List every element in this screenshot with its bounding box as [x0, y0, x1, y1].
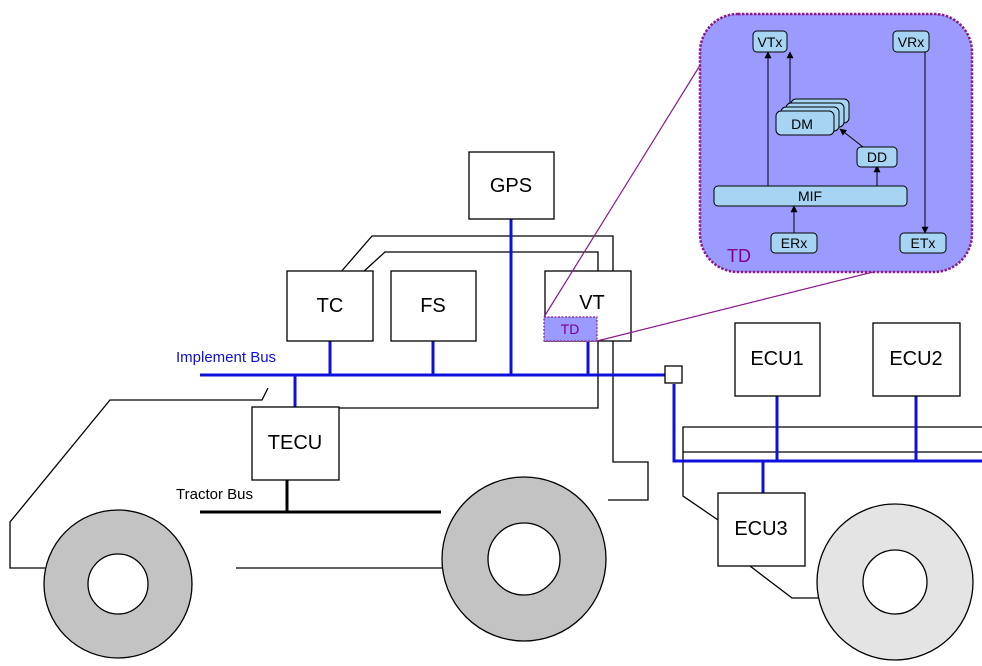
- vt-label: VT: [579, 292, 605, 314]
- implement-wheel: [817, 504, 973, 660]
- fs-node: FS: [391, 271, 476, 341]
- dm-module-stack: DM: [776, 99, 849, 135]
- dm-label: DM: [791, 116, 813, 132]
- td-small-label: TD: [561, 321, 580, 337]
- vt-node: VT TD: [544, 271, 631, 341]
- ecu1-label: ECU1: [750, 348, 803, 370]
- vtx-label: VTx: [758, 34, 783, 50]
- mif-label: MIF: [798, 188, 822, 204]
- erx-label: ERx: [781, 235, 807, 251]
- ecu2-node: ECU2: [873, 323, 960, 396]
- gps-label: GPS: [490, 175, 532, 197]
- etx-label: ETx: [911, 235, 936, 251]
- tractor-front-wheel: [442, 477, 606, 641]
- tecu-label: TECU: [268, 432, 322, 454]
- implement-bus-label: Implement Bus: [176, 349, 276, 366]
- tecu-node: TECU: [252, 407, 339, 480]
- ecu1-node: ECU1: [735, 323, 820, 396]
- ecu3-node: ECU3: [718, 493, 805, 566]
- gps-node: GPS: [469, 152, 554, 219]
- tractor-bus-label: Tractor Bus: [176, 486, 253, 503]
- tc-node: TC: [287, 271, 373, 341]
- dd-label: DD: [867, 149, 887, 165]
- td-detail-panel: VTx VRx DM DD MIF ERx ETx TD: [700, 14, 972, 272]
- fs-label: FS: [420, 295, 446, 317]
- bus-connector: [665, 366, 682, 383]
- td-detail-caption: TD: [727, 246, 751, 266]
- tractor-rear-wheel: [44, 510, 192, 658]
- ecu3-label: ECU3: [734, 518, 787, 540]
- tc-label: TC: [317, 295, 344, 317]
- vrx-label: VRx: [898, 34, 924, 50]
- ecu2-label: ECU2: [889, 348, 942, 370]
